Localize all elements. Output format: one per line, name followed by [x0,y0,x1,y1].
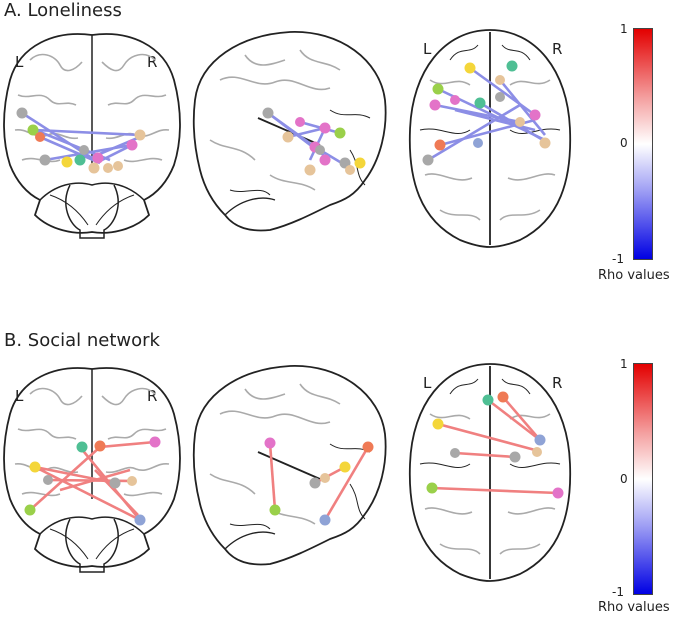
panel-a-nodes [16,60,551,176]
panel-a-colorbar-mid: 0 [620,136,628,150]
panel-a-colorbar-label: Rho values [598,268,670,283]
panel-b-axial-left-label: L [423,374,432,392]
panel-b-colorbar-mid: 0 [620,472,628,486]
panel-b-axial-right-label: R [552,374,563,392]
panel-b-coronal-brain [3,367,181,573]
panel-a-colorbar-min: -1 [612,252,624,266]
panel-a-axial-right-label: R [552,40,563,58]
panel-a-colorbar-max: 1 [620,22,628,36]
panel-b-right-label: R [147,387,158,405]
panel-b-nodes [24,391,564,526]
panel-a-title: A. Loneliness [4,0,122,21]
panel-b-title: B. Social network [4,330,160,351]
panel-a-coronal-brain [3,33,181,239]
panel-a-right-label: R [147,53,158,71]
panel-a-colorbar [633,28,653,260]
panel-b-colorbar-max: 1 [620,357,628,371]
panel-b-colorbar [633,363,653,595]
panel-a-sagittal-brain [192,31,387,232]
panel-b-colorbar-label: Rho values [598,600,670,615]
panel-a-axial-left-label: L [423,40,432,58]
panel-a-edges [21,66,549,167]
panel-b-colorbar-min: -1 [612,585,624,599]
